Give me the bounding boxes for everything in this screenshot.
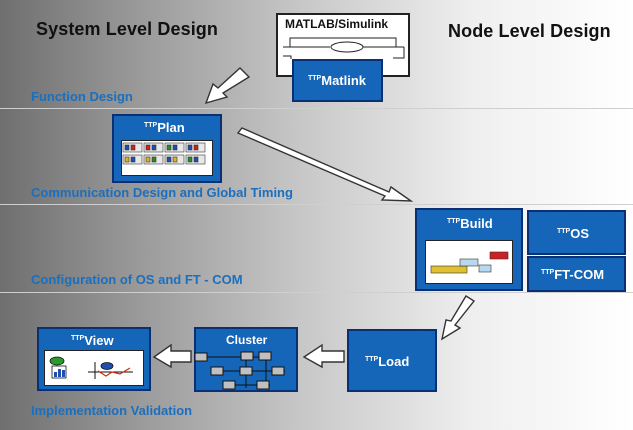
band-divider bbox=[0, 108, 633, 109]
ttp-matlink-box: TTPMatlink bbox=[292, 59, 383, 102]
arrow-matlink-to-plan bbox=[204, 67, 251, 105]
matlab-simulink-title: MATLAB/Simulink bbox=[285, 17, 389, 31]
system-level-heading: System Level Design bbox=[36, 19, 218, 39]
ttp-matlink-label: TTPMatlink bbox=[308, 73, 367, 88]
arrow-load-to-cluster bbox=[302, 343, 345, 369]
phase-configuration: Configuration of OS and FT - COM bbox=[31, 272, 243, 287]
phase-implementation-validation: Implementation Validation bbox=[31, 403, 193, 418]
arrow-build-to-load bbox=[440, 295, 476, 341]
ttp-load-box: TTPLoad bbox=[347, 329, 437, 392]
ttp-load-label: TTPLoad bbox=[365, 354, 410, 369]
plan-grid-cells bbox=[122, 142, 206, 165]
ttp-ftcom-box: TTPFT-COM bbox=[527, 256, 626, 292]
arrow-plan-to-build bbox=[236, 127, 414, 202]
view-chart-icons bbox=[49, 356, 133, 379]
ttp-build-box: TTPBuild bbox=[415, 208, 523, 291]
ttp-ftcom-label: TTPFT-COM bbox=[541, 267, 605, 282]
node-level-heading: Node Level Design bbox=[448, 21, 611, 41]
build-timeline-bars bbox=[430, 251, 509, 274]
cluster-network bbox=[194, 351, 285, 390]
phase-function-design: Function Design bbox=[31, 89, 133, 104]
ttp-build-label: TTPBuild bbox=[447, 216, 493, 231]
simulink-block-sketch bbox=[283, 37, 405, 59]
ttp-os-box: TTPOS bbox=[527, 210, 626, 255]
arrow-cluster-to-view bbox=[152, 343, 192, 369]
ttp-plan-label: TTPPlan bbox=[144, 120, 185, 135]
band-divider bbox=[0, 204, 633, 205]
ttp-view-label: TTPView bbox=[71, 333, 114, 348]
band-divider bbox=[0, 292, 633, 293]
phase-communication-design: Communication Design and Global Timing bbox=[31, 185, 293, 200]
cluster-label: Cluster bbox=[226, 333, 268, 347]
ttp-os-label: TTPOS bbox=[557, 226, 590, 241]
